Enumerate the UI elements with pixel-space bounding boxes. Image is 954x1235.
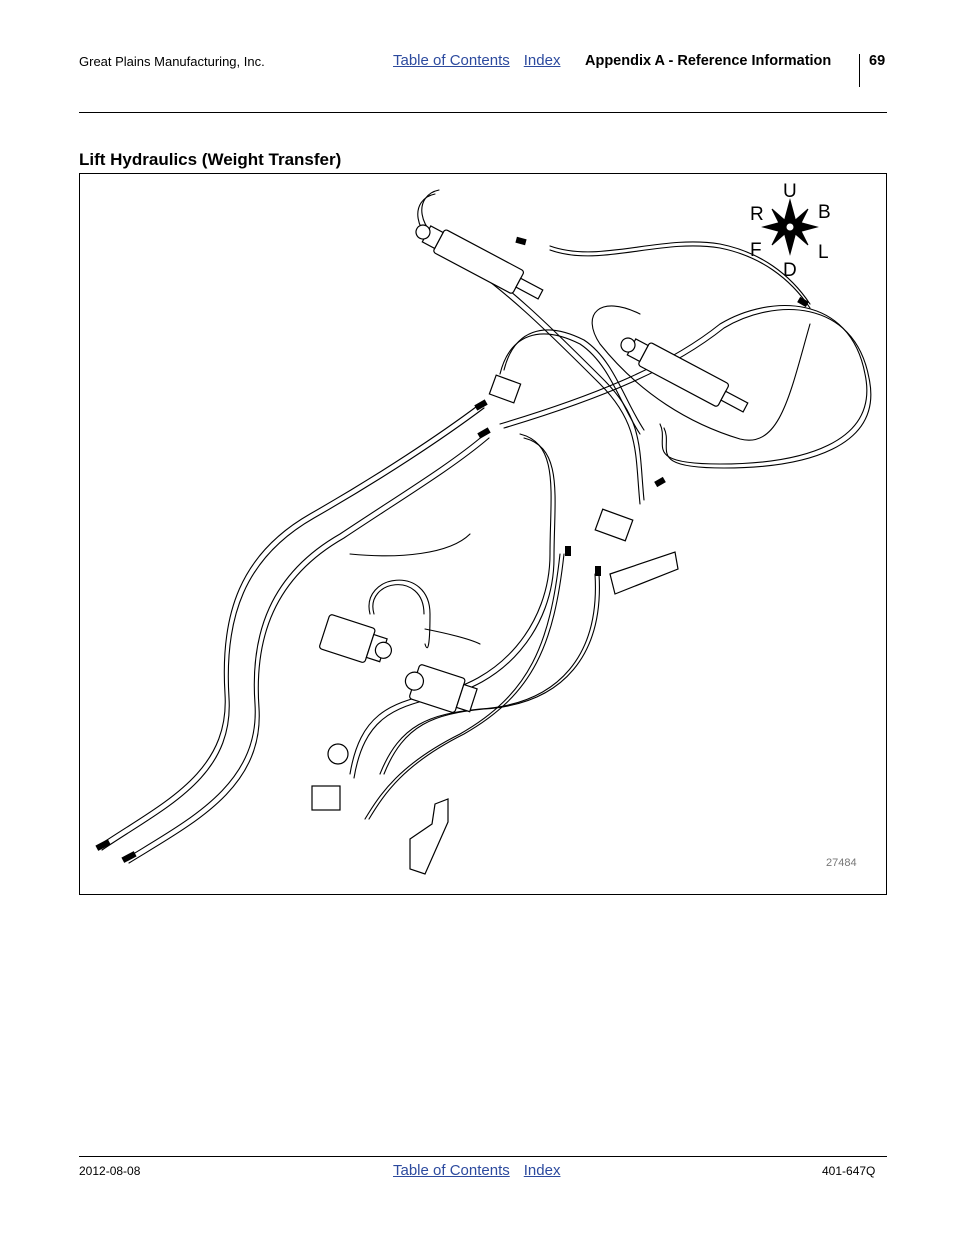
header-toc-link[interactable]: Table of Contents — [393, 52, 510, 69]
company-name: Great Plains Manufacturing, Inc. — [79, 54, 265, 69]
hose-center-down-2 — [353, 437, 556, 779]
pressure-gauge — [327, 743, 349, 765]
footer-index-link[interactable]: Index — [523, 1162, 561, 1179]
compass-rear-label: R — [750, 204, 764, 225]
valve-block-lower — [594, 508, 634, 542]
compass-left-label: L — [818, 242, 829, 263]
hose-left-outer — [97, 403, 481, 847]
hose-vert-right-2 — [383, 573, 600, 775]
hose-down-right-2 — [368, 553, 565, 820]
orientation-compass: U D R B F L — [750, 181, 831, 281]
cylinder-top-right — [620, 337, 749, 413]
valve-block-gauge — [311, 785, 341, 811]
valve-block-upper — [488, 374, 522, 404]
mount-bracket — [409, 798, 449, 875]
hose-top-long-2 — [421, 189, 645, 501]
header-divider — [859, 54, 860, 87]
header-rule — [79, 112, 887, 113]
hose-top-long — [417, 193, 641, 505]
header-index-link[interactable]: Index — [523, 52, 561, 69]
compass-down-label: D — [783, 260, 797, 281]
hose-short-top — [349, 533, 471, 557]
figure-number: 27484 — [826, 857, 857, 869]
section-heading: Appendix A - Reference Information — [585, 53, 832, 69]
hose-center-upper-2 — [503, 329, 645, 431]
hydraulics-figure: U D R B F L 27484 — [79, 173, 887, 895]
hose-left-inner-2 — [128, 437, 490, 864]
hose-left-inner — [124, 433, 486, 860]
hose-mid-loop — [591, 305, 811, 441]
compass-back-label: B — [818, 202, 831, 223]
footer-rule — [79, 1156, 887, 1157]
hydraulics-diagram: U D R B F L 27484 — [95, 181, 872, 875]
cylinder-lower-left — [319, 614, 393, 663]
footer-nav: Table of Contents Index — [393, 1162, 560, 1179]
hose-down-right — [364, 553, 561, 820]
compass-front-label: F — [750, 240, 762, 261]
hose-top-right — [549, 241, 811, 305]
compass-up-label: U — [783, 181, 797, 202]
hose-top-right-2 — [549, 245, 811, 309]
header-nav: Table of Contents Index — [393, 52, 560, 69]
mount-plate — [609, 551, 679, 595]
hose-small-loop — [368, 579, 431, 649]
document-number: 401-647Q — [822, 1164, 876, 1178]
hose-short-right — [424, 628, 481, 645]
hose-center-down — [349, 433, 552, 775]
footer-toc-link[interactable]: Table of Contents — [393, 1162, 510, 1179]
cylinder-lower-right — [404, 664, 478, 713]
footer-date: 2012-08-08 — [79, 1164, 141, 1178]
cylinder-top-left — [415, 224, 544, 300]
page-number: 69 — [869, 53, 886, 69]
hose-small-loop-2 — [372, 584, 425, 615]
hose-left-outer-2 — [101, 407, 485, 851]
page-title: Lift Hydraulics (Weight Transfer) — [79, 150, 342, 169]
